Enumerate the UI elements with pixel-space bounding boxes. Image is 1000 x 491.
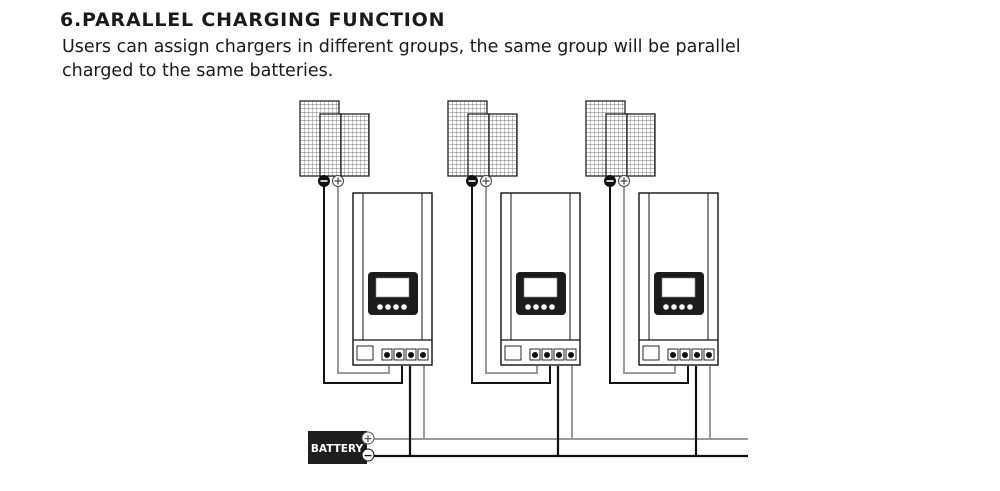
- button-icon-1: [525, 304, 531, 310]
- lcd-screen: [661, 277, 696, 298]
- pv-positive-wire: [485, 187, 538, 374]
- button-icon-1: [663, 304, 669, 310]
- terminal-screw-1: [670, 352, 676, 358]
- charger-group-3: [585, 100, 719, 456]
- pv-positive-sign: [334, 177, 342, 185]
- terminal-screw-4: [706, 352, 712, 358]
- solar-panel-front: [626, 113, 656, 177]
- button-icon-2: [533, 304, 539, 310]
- terminal-screw-3: [694, 352, 700, 358]
- battery-positive-symbol: +: [363, 432, 372, 445]
- button-icon-4: [687, 304, 693, 310]
- terminal-screw-2: [682, 352, 688, 358]
- lcd-screen: [523, 277, 558, 298]
- battery-negative-symbol: −: [363, 449, 372, 462]
- charger-group-2: [447, 100, 581, 456]
- pv-positive-sign: [482, 177, 490, 185]
- button-icon-3: [393, 304, 399, 310]
- button-icon-2: [385, 304, 391, 310]
- pv-negative-wire: [471, 187, 551, 384]
- charger-group-1: [299, 100, 433, 456]
- pv-positive-sign: [620, 177, 628, 185]
- terminal-block-left: [642, 345, 660, 361]
- terminal-screw-2: [544, 352, 550, 358]
- pv-positive-wire: [337, 187, 390, 374]
- button-icon-3: [541, 304, 547, 310]
- terminal-block-left: [504, 345, 522, 361]
- battery-positive-terminal: [361, 431, 375, 445]
- description-line-1: Users can assign chargers in different g…: [62, 37, 741, 57]
- controller-body: [500, 192, 581, 366]
- solar-panel-front: [488, 113, 518, 177]
- description-line-2: charged to the same batteries.: [62, 61, 334, 81]
- solar-panel-middle: [605, 113, 629, 177]
- lcd-screen: [375, 277, 410, 298]
- terminal-screw-3: [556, 352, 562, 358]
- solar-panel-front: [340, 113, 370, 177]
- solar-panel-middle: [467, 113, 491, 177]
- section-description: Users can assign chargers in different g…: [62, 35, 741, 83]
- terminal-screw-1: [384, 352, 390, 358]
- terminal-screw-4: [420, 352, 426, 358]
- battery: BATTERY + −: [308, 431, 375, 464]
- section-title: 6.PARALLEL CHARGING FUNCTION: [60, 9, 446, 31]
- pv-positive-wire: [623, 187, 676, 374]
- terminal-screw-1: [532, 352, 538, 358]
- pv-negative-wire: [323, 187, 403, 384]
- terminal-screw-2: [396, 352, 402, 358]
- battery-body: [308, 431, 367, 464]
- terminal-block-left: [356, 345, 374, 361]
- button-icon-4: [549, 304, 555, 310]
- battery-negative-terminal: [361, 448, 375, 462]
- button-icon-3: [679, 304, 685, 310]
- button-icon-4: [401, 304, 407, 310]
- terminal-screw-3: [408, 352, 414, 358]
- button-icon-2: [671, 304, 677, 310]
- solar-panel-middle: [319, 113, 343, 177]
- battery-label: BATTERY: [311, 443, 364, 455]
- button-icon-1: [377, 304, 383, 310]
- pv-negative-wire: [609, 187, 689, 384]
- terminal-screw-4: [568, 352, 574, 358]
